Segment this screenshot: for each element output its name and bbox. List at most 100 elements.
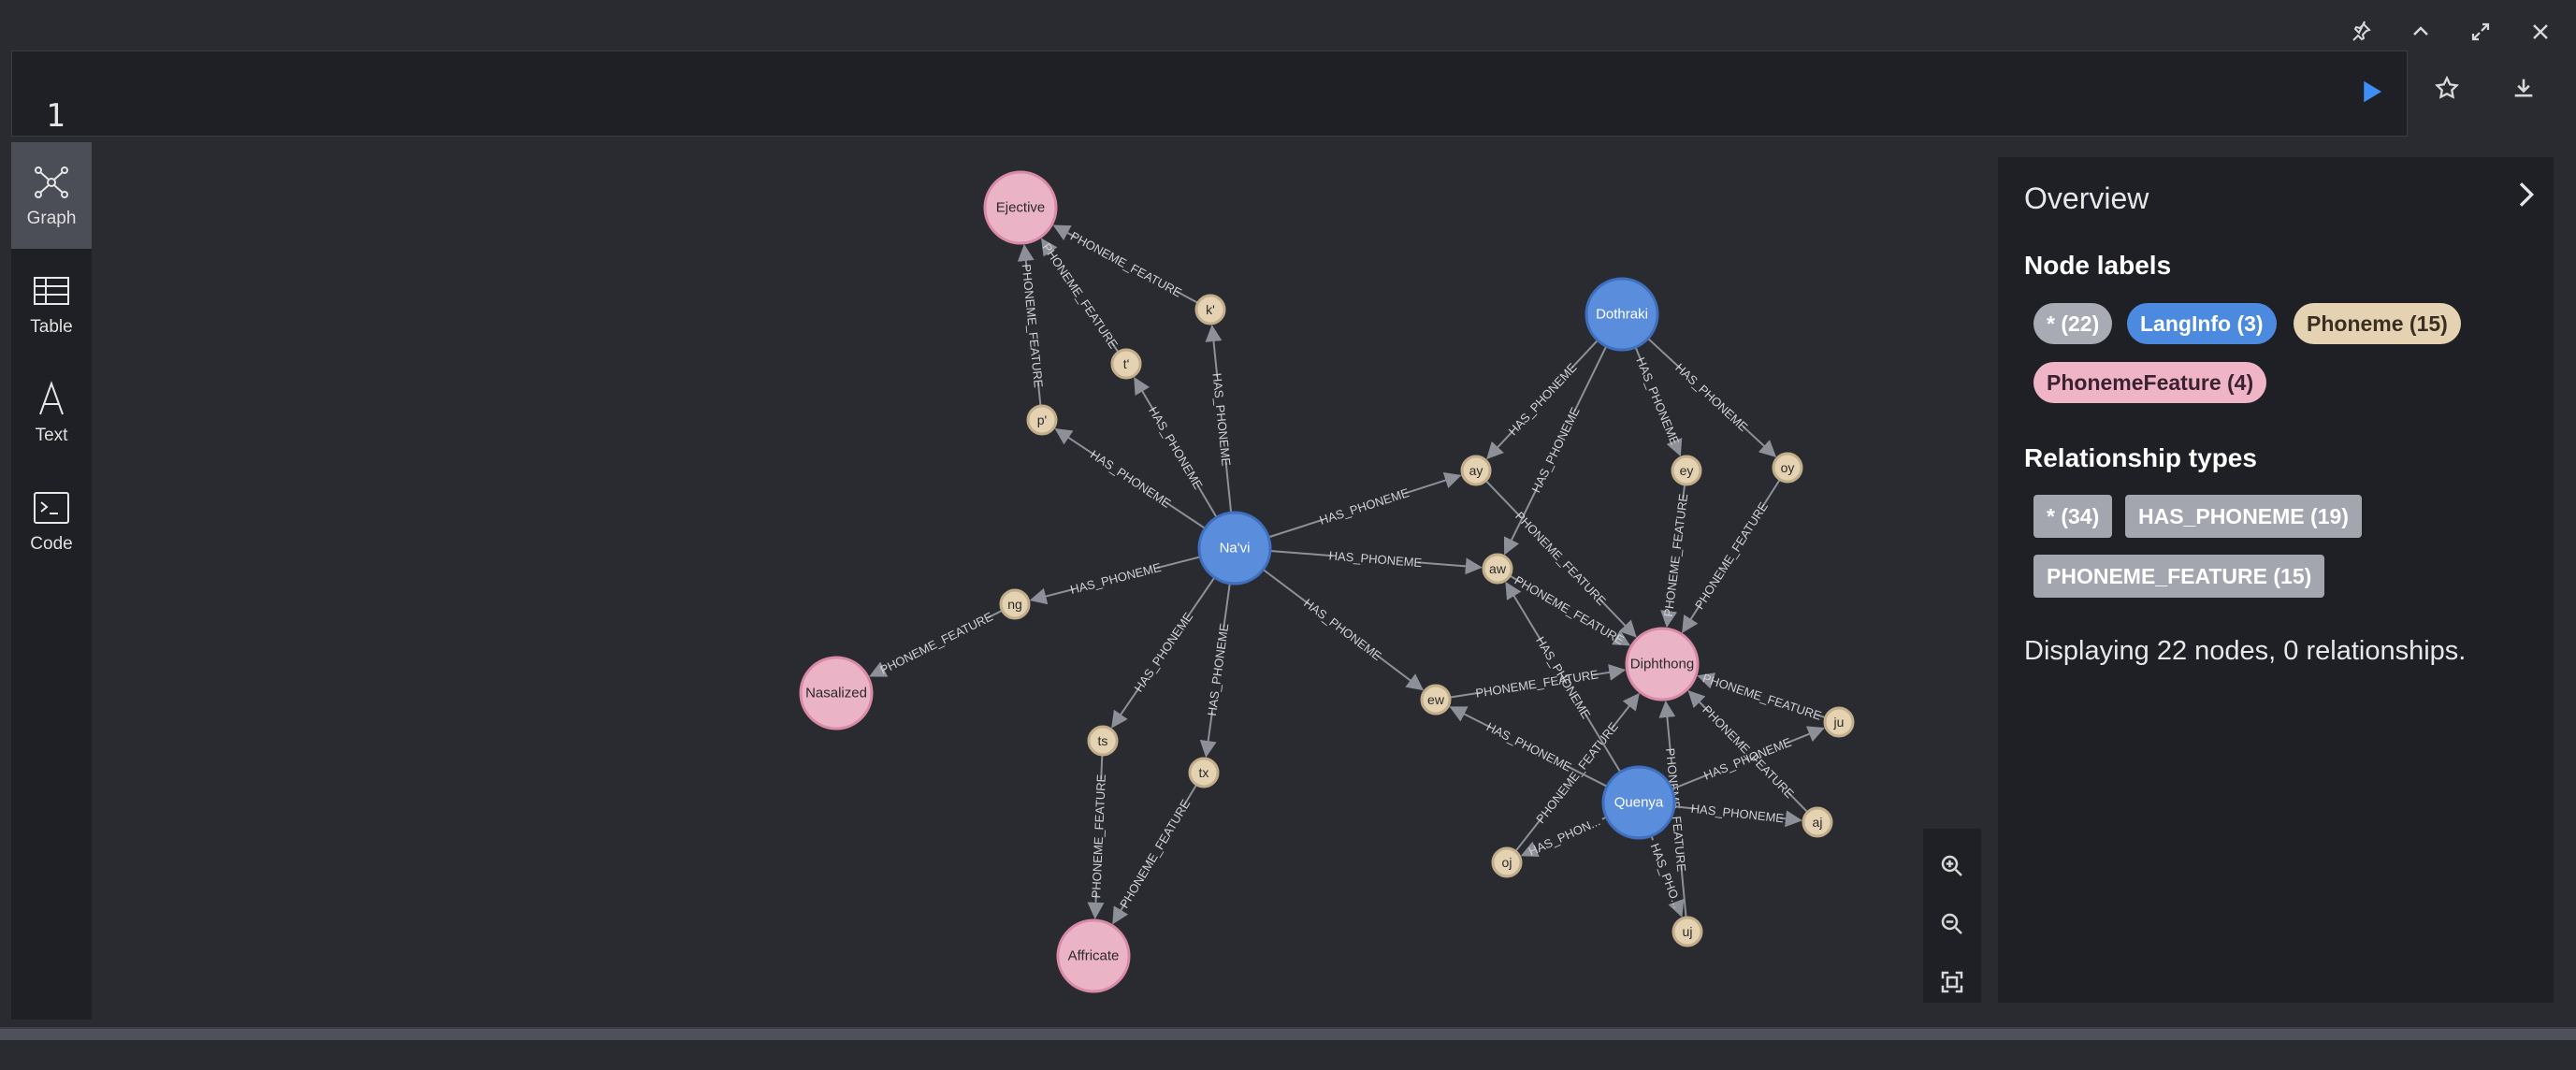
edge-line [1787,726,1825,745]
node-label-badge-phonemefeature[interactable]: PhonemeFeature (4) [2033,362,2267,403]
graph-node-ejective[interactable]: Ejective [983,170,1058,245]
node-label-badge-phoneme[interactable]: Phoneme (15) [2294,303,2461,344]
edge-line [1668,898,1685,918]
graph-node-tx[interactable]: tx [1188,757,1220,788]
graph-visualization[interactable]: HAS_PHONEMEHAS_PHONEMEHAS_PHONEMEHAS_PHO… [92,142,1981,1019]
line-number: 1 [46,97,65,135]
edge-line [1486,429,1514,460]
node-circle [1772,452,1803,484]
favorite-star-icon[interactable] [2426,67,2467,108]
zoom-in-icon[interactable] [1932,846,1973,887]
relationship-edge[interactable]: HAS_PHONEME [1671,726,1825,790]
graph-node-affricate[interactable]: Affricate [1056,918,1131,993]
edge-line [1514,817,1543,852]
relationship-edge[interactable]: PHONEME_FEATURE [1112,784,1198,925]
edge-line [1505,581,1542,642]
edge-line [1205,325,1223,378]
node-circle [1802,806,1833,838]
edge-line [1176,290,1199,304]
graph-node-ng[interactable]: ng [999,588,1031,620]
edge-line [1509,574,1521,583]
edge-line [1760,479,1781,509]
close-icon[interactable] [2525,17,2555,47]
relationship-edge[interactable]: HAS_PHONEME [1205,325,1234,513]
relationship-edge[interactable]: PHONEME_FEATURE [1017,244,1046,407]
graph-node-oj[interactable]: oj [1491,846,1523,878]
graph-node-p[interactable]: p' [1026,404,1058,436]
graph-node-nasalized[interactable]: Nasalized [799,656,874,730]
rel-type-badge-has-phoneme[interactable]: HAS_PHONEME (19) [2125,495,2362,538]
graph-node-ju[interactable]: ju [1823,706,1855,738]
graph-node-ay[interactable]: ay [1460,455,1492,486]
query-editor[interactable]: 1 MATCH (l:LangInfo)-[:HAS_PHONEME]→(p:P… [11,51,2408,221]
tab-text[interactable]: Text [11,359,92,466]
edge-line [1660,610,1678,629]
graph-node-aw[interactable]: aw [1482,553,1513,585]
node-circle [1625,627,1700,701]
relationship-edge[interactable]: HAS_PHON... [1520,814,1607,859]
tab-text-label: Text [35,426,68,445]
edge-line [869,661,889,677]
edge-line [1658,701,1676,754]
fit-to-screen-icon[interactable] [1932,962,1973,1003]
relationship-edge[interactable]: HAS_PHONEME [1029,556,1201,605]
graph-node-diphthong[interactable]: Diphthong [1625,627,1700,701]
rel-type-badge-phoneme-feature[interactable]: PHONEME_FEATURE (15) [2033,555,2325,598]
node-label-badge-langinfo[interactable]: LangInfo (3) [2127,303,2277,344]
graph-node-quenya[interactable]: Quenya [1601,765,1676,840]
tab-table[interactable]: Table [11,251,92,357]
edge-label: HAS_PHONEME [1132,610,1196,695]
relationship-edge[interactable]: HAS_PHONEME [1054,427,1206,529]
relationship-edge[interactable]: HAS_PHONEME [1673,802,1802,828]
rel-type-badge-all[interactable]: * (34) [2033,495,2113,538]
run-query-button[interactable] [2352,71,2393,112]
relationship-edge[interactable]: HAS_PHONEME [1111,576,1216,729]
fullscreen-icon[interactable] [2466,17,2496,47]
graph-node-dothraki[interactable]: Dothraki [1585,277,1659,352]
edge-line [1520,841,1540,858]
zoom-out-icon[interactable] [1932,904,1973,945]
relationship-edge[interactable]: PHONEME_FEATURE [1087,754,1108,919]
tab-table-label: Table [30,317,73,337]
node-label: ew [1427,692,1445,707]
relationship-edge[interactable]: HAS_PHONEME [1262,569,1425,691]
relationship-edge[interactable]: HAS_PHONEME [1269,548,1483,575]
edge-label: HAS_PHONEME [1484,719,1574,774]
graph-node-aj[interactable]: aj [1802,806,1833,838]
node-circle [1197,511,1272,586]
graph-node-ew[interactable]: ew [1420,684,1452,716]
edge-line [1199,712,1217,758]
edge-label: HAS_PHONEME [1528,405,1582,495]
edge-label: PHONEME_FEATURE [1661,493,1690,618]
chevron-right-icon[interactable] [2507,176,2548,217]
edge-line [1262,569,1310,605]
node-circle [1671,455,1702,486]
relationship-edge[interactable]: HAS_PHONEME [1199,583,1231,758]
relationship-edge[interactable]: PHONEME_FEATURE [1660,484,1690,629]
tab-code[interactable]: Code [11,468,92,574]
relationship-edge[interactable]: HAS_PHONEME [1267,471,1462,539]
edge-line [1570,340,1599,369]
graph-node-ts[interactable]: ts [1087,725,1119,757]
node-label-badge-all[interactable]: * (22) [2033,303,2113,344]
graph-node-uj[interactable]: uj [1672,916,1703,947]
graph-node-navi[interactable]: Na'vi [1197,511,1272,586]
download-icon[interactable] [2503,67,2544,108]
graph-node-oy[interactable]: oy [1772,452,1803,484]
relationship-edge[interactable]: PHONEME_FEATURE [869,609,1004,677]
relationship-edge[interactable]: PHONEME_FEATURE [1449,663,1627,701]
graph-node-ey[interactable]: ey [1671,455,1702,486]
edge-label: HAS_PHONEME [1318,485,1411,528]
pin-icon[interactable] [2346,17,2376,47]
edge-line [1611,692,1640,729]
relationship-edge[interactable]: PHONEME_FEATURE [1682,479,1781,633]
collapse-up-icon[interactable] [2406,17,2436,47]
graph-node-k[interactable]: k' [1194,294,1226,325]
node-label: k' [1206,302,1215,317]
tab-graph[interactable]: Graph [11,142,92,249]
edge-line [1697,672,1716,689]
graph-node-t[interactable]: t' [1110,348,1142,380]
edge-label: PHONEME_FEATURE [1692,499,1771,612]
node-label: oy [1781,460,1795,475]
